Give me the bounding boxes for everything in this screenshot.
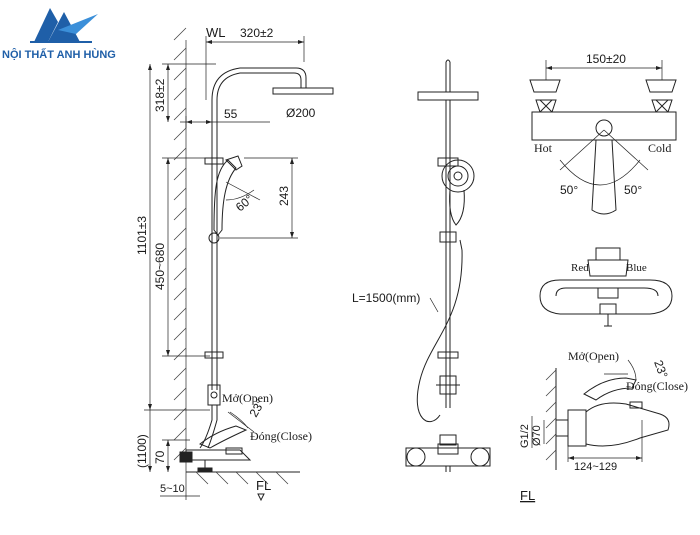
shower-hose: [416, 249, 463, 423]
hand-shower-front: [441, 159, 475, 193]
wall-hatch: [173, 27, 187, 472]
head-offset-dim: 55: [224, 107, 238, 121]
floor-label: FL: [256, 478, 271, 493]
handshower-angle-dim: 60°: [233, 192, 256, 215]
detail-view: [531, 359, 670, 470]
arm-length-dim: 320±2: [240, 26, 274, 40]
wall-gap-dim: 5~10: [160, 483, 185, 495]
head-diameter-dim: Ø200: [286, 106, 316, 120]
total-height-dim: 1101±3: [135, 216, 149, 255]
outlet-gap-dim: 70: [153, 450, 167, 464]
mixer-height-dim: (1100): [135, 434, 149, 468]
handshower-drop-dim: 243: [277, 186, 291, 206]
bath-mixer: [185, 449, 252, 461]
front-floor-label: FL: [520, 488, 535, 503]
bath-mixer-front: [405, 447, 491, 467]
top-view-handle: [591, 139, 617, 215]
detail-diameter-dim: Ø70: [531, 425, 543, 446]
mid-view: [539, 247, 673, 327]
detail-handle: [583, 377, 637, 401]
red-label: Red: [571, 262, 589, 274]
slide-knob: [208, 232, 220, 244]
detail-projection-dim: 124~129: [574, 461, 617, 473]
wall-label: WL: [206, 25, 226, 40]
detail-angle-dim: 23°: [651, 358, 670, 380]
close-label: Đóng(Close): [250, 429, 312, 443]
overhead-shower-head: [272, 87, 334, 95]
centers-dim: 150±20: [586, 52, 626, 66]
hot-label: Hot: [534, 141, 553, 155]
top-view: [529, 60, 677, 215]
head-drop-dim: 318±2: [153, 78, 167, 112]
overhead-shower-front: [417, 91, 479, 101]
angle-left-dim: 50°: [560, 183, 578, 197]
brand-logo: [30, 8, 98, 43]
hand-shower: [213, 159, 237, 236]
detail-close-label: Đóng(Close): [626, 379, 688, 393]
hose-length-label: L=1500(mm): [352, 291, 420, 305]
detail-open-label: Mở(Open): [568, 349, 619, 363]
angle-right-dim: 50°: [624, 183, 642, 197]
open-label: Mở(Open): [222, 391, 273, 405]
side-view: [144, 27, 334, 502]
blue-label: Blue: [626, 262, 647, 274]
mid-view-body: [539, 279, 673, 315]
detail-thread-dim: G1/2: [519, 424, 531, 448]
slide-range-dim: 450~680: [153, 243, 167, 290]
detail-body: [585, 402, 670, 447]
front-view: [405, 59, 491, 472]
cold-label: Cold: [648, 141, 671, 155]
brand-name: NỘI THẤT ANH HÙNG: [2, 49, 116, 61]
